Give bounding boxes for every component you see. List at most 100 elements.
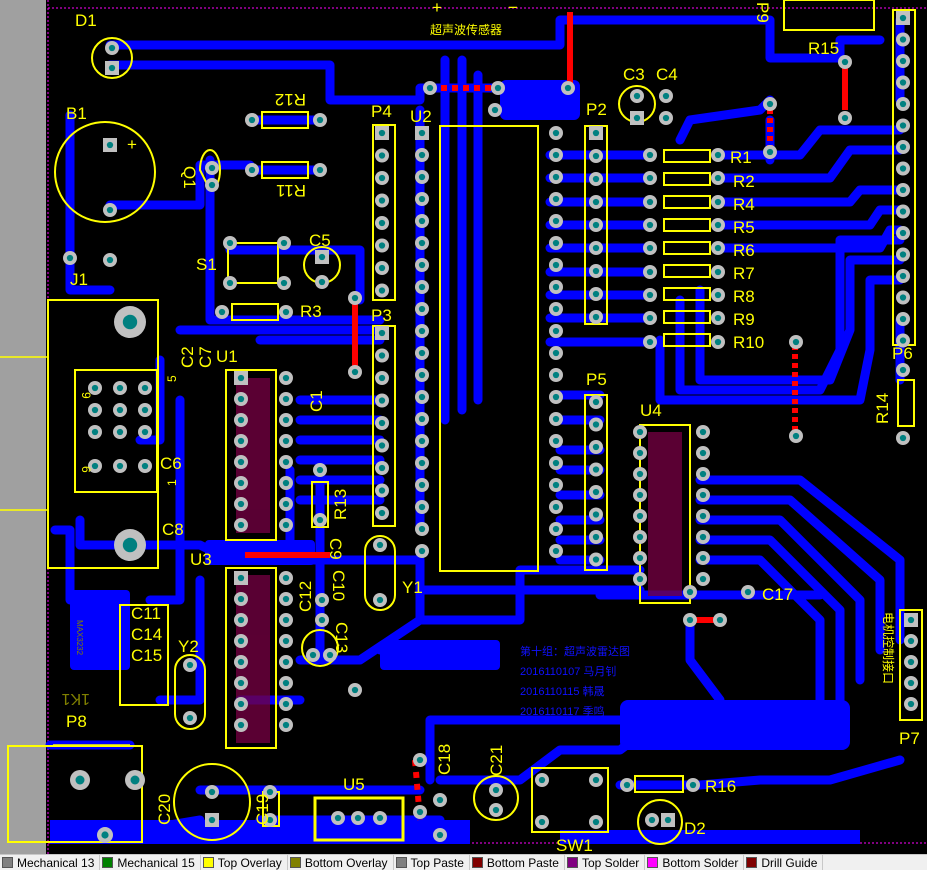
drill-hole bbox=[378, 287, 386, 294]
svg-text:P2: P2 bbox=[586, 100, 607, 119]
drill-hole bbox=[101, 831, 109, 839]
layer-tab-top-paste[interactable]: Top Paste bbox=[394, 855, 470, 870]
svg-text:Y1: Y1 bbox=[402, 578, 423, 597]
drill-hole bbox=[552, 459, 560, 467]
svg-text:C6: C6 bbox=[160, 454, 182, 473]
drill-hole bbox=[378, 197, 386, 204]
svg-text:R6: R6 bbox=[733, 241, 755, 260]
drill-hole bbox=[316, 166, 324, 174]
svg-text:电机控制接口: 电机控制接口 bbox=[881, 612, 896, 684]
drill-hole bbox=[664, 816, 672, 824]
drill-hole bbox=[592, 421, 600, 428]
svg-text:P7: P7 bbox=[899, 729, 920, 748]
layer-tab-label: Bottom Solder bbox=[662, 855, 739, 870]
drill-hole bbox=[662, 92, 670, 100]
drill-hole bbox=[766, 148, 774, 156]
svg-text:D2: D2 bbox=[684, 819, 706, 838]
drill-hole bbox=[106, 141, 114, 149]
drill-hole bbox=[552, 437, 560, 445]
layer-tab-label: Bottom Paste bbox=[486, 855, 559, 870]
drill-hole bbox=[418, 283, 426, 291]
svg-text:P6: P6 bbox=[892, 344, 913, 363]
svg-text:5: 5 bbox=[165, 375, 179, 382]
drill-hole bbox=[122, 314, 138, 330]
drill-hole bbox=[899, 315, 907, 323]
drill-hole bbox=[418, 525, 426, 533]
svg-text:2016110115 韩晟: 2016110115 韩晟 bbox=[520, 684, 605, 698]
drill-hole bbox=[907, 637, 915, 645]
drill-hole bbox=[552, 525, 560, 533]
drill-hole bbox=[899, 14, 907, 22]
drill-hole bbox=[899, 366, 907, 374]
drill-hole bbox=[282, 479, 290, 487]
drill-hole bbox=[792, 432, 800, 440]
drill-hole bbox=[141, 428, 149, 436]
drill-hole bbox=[899, 251, 907, 258]
svg-text:C8: C8 bbox=[162, 520, 184, 539]
workspace-margin bbox=[0, 0, 46, 854]
drill-hole bbox=[351, 368, 359, 376]
layer-tab-drill-guide[interactable]: Drill Guide bbox=[744, 855, 824, 870]
drill-hole bbox=[376, 541, 384, 549]
drill-hole bbox=[636, 512, 644, 520]
layer-tab-mechanical-15[interactable]: Mechanical 15 bbox=[100, 855, 201, 870]
drill-hole bbox=[378, 442, 386, 449]
drill-hole bbox=[899, 208, 907, 215]
svg-text:C4: C4 bbox=[656, 65, 678, 84]
svg-text:P5: P5 bbox=[586, 370, 607, 389]
drill-hole bbox=[492, 786, 500, 794]
drill-hole bbox=[237, 574, 245, 582]
drill-hole bbox=[714, 174, 722, 182]
svg-text:C11: C11 bbox=[131, 604, 161, 623]
drill-hole bbox=[636, 470, 644, 478]
drill-hole bbox=[636, 428, 644, 436]
drill-hole bbox=[436, 831, 444, 839]
drill-hole bbox=[318, 253, 326, 261]
layer-tab-bottom-overlay[interactable]: Bottom Overlay bbox=[288, 855, 394, 870]
drill-hole bbox=[699, 512, 707, 520]
drill-hole bbox=[186, 661, 194, 669]
drill-hole bbox=[552, 371, 560, 379]
drill-hole bbox=[689, 781, 697, 789]
drill-hole bbox=[636, 533, 644, 541]
drill-hole bbox=[418, 349, 426, 357]
drill-hole bbox=[116, 406, 124, 414]
layer-color-swatch bbox=[647, 857, 659, 868]
layer-color-swatch bbox=[471, 857, 483, 868]
drill-hole bbox=[354, 814, 362, 822]
svg-text:R4: R4 bbox=[733, 195, 755, 214]
drill-hole bbox=[538, 818, 546, 826]
drill-hole bbox=[282, 679, 290, 687]
team-credits: 第十组：超声波雷达图 2016110107 马月钊 2016110115 韩晟 … bbox=[520, 644, 630, 718]
layer-tab-top-overlay[interactable]: Top Overlay bbox=[201, 855, 288, 870]
drill-hole bbox=[592, 198, 600, 206]
drill-hole bbox=[116, 428, 124, 436]
drill-hole bbox=[418, 415, 426, 423]
drill-hole bbox=[91, 406, 99, 414]
svg-text:P9: P9 bbox=[753, 2, 772, 23]
drill-hole bbox=[66, 254, 74, 262]
drill-hole bbox=[237, 437, 245, 445]
layer-tab-top-solder[interactable]: Top Solder bbox=[565, 855, 646, 870]
copper-pour bbox=[50, 80, 860, 844]
svg-text:R12: R12 bbox=[275, 90, 306, 109]
layer-tab-bottom-paste[interactable]: Bottom Paste bbox=[470, 855, 565, 870]
svg-text:C3: C3 bbox=[623, 65, 645, 84]
layer-color-swatch bbox=[289, 857, 301, 868]
drill-hole bbox=[416, 808, 424, 816]
layer-tab-mechanical-13[interactable]: Mechanical 13 bbox=[0, 855, 101, 870]
drill-hole bbox=[552, 305, 560, 313]
drill-hole bbox=[714, 314, 722, 322]
drill-hole bbox=[237, 374, 245, 382]
drill-hole bbox=[552, 283, 560, 291]
svg-text:P8: P8 bbox=[66, 712, 87, 731]
layer-tab-bottom-solder[interactable]: Bottom Solder bbox=[645, 855, 745, 870]
svg-text:R16: R16 bbox=[705, 777, 736, 796]
drill-hole bbox=[592, 818, 600, 826]
svg-text:2016110107 马月钊: 2016110107 马月钊 bbox=[520, 664, 616, 678]
svg-text:MAX3232: MAX3232 bbox=[75, 620, 84, 656]
drill-hole bbox=[899, 272, 907, 280]
drill-hole bbox=[282, 595, 290, 603]
